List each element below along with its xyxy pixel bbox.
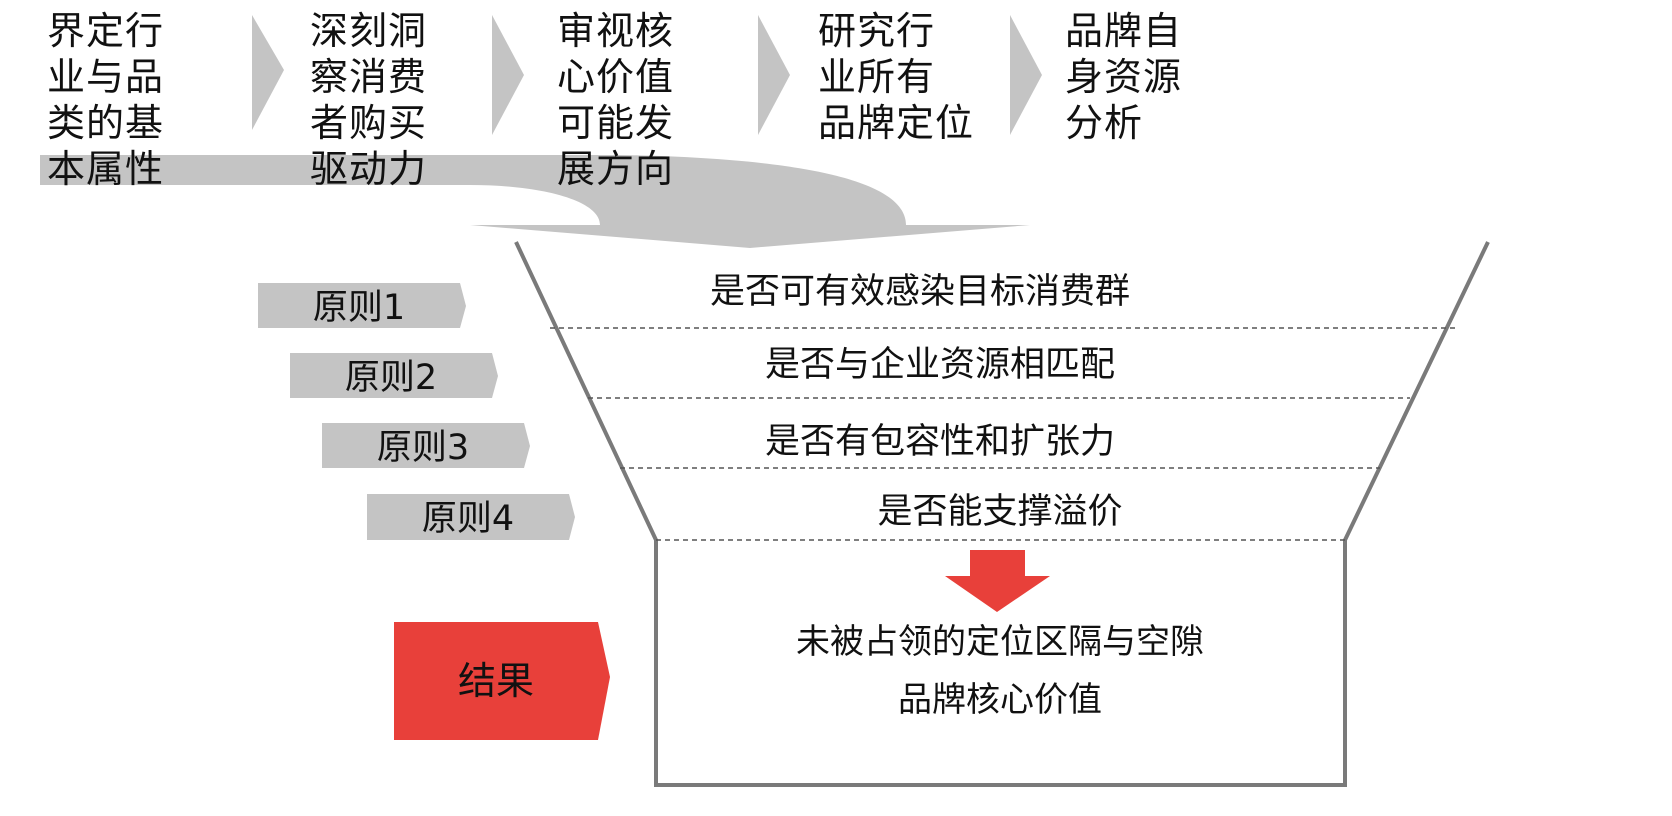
result-line-1: 未被占领的定位区隔与空隙: [796, 622, 1204, 662]
criterion-4-text: 是否能支撑溢价: [877, 492, 1123, 532]
criterion-1-text: 是否可有效感染目标消费群: [709, 272, 1130, 312]
step-5-text: 品牌自 身资源 分析: [1065, 9, 1183, 145]
step-1-text: 界定行 业与品 类的基 本属性: [47, 9, 165, 191]
criterion-3-text: 是否有包容性和扩张力: [764, 422, 1115, 462]
result-tag: [394, 622, 610, 740]
principle-tag-3: [322, 423, 530, 468]
principle-tag-4: [367, 494, 575, 540]
chevron-right-icon: [758, 15, 790, 135]
principle-2-label: 原则2: [344, 358, 438, 398]
step-4-text: 研究行 业所有 品牌定位: [818, 9, 975, 145]
principle-tag-1: [258, 283, 466, 328]
principle-1-label: 原则1: [312, 288, 406, 328]
funnel-outline: [514, 241, 1490, 787]
curved-arrow-icon: [40, 155, 1030, 248]
principle-4-label: 原则4: [421, 499, 515, 539]
step-2-text: 深刻洞 察消费 者购买 驱动力: [310, 9, 428, 191]
arrow-down-icon: [945, 550, 1050, 612]
chevron-right-icon: [492, 15, 524, 135]
criterion-2-text: 是否与企业资源相匹配: [764, 345, 1115, 385]
result-label: 结果: [457, 659, 534, 703]
chevron-right-icon: [1010, 15, 1042, 135]
chevron-right-icon: [252, 15, 284, 130]
result-line-2: 品牌核心价值: [898, 680, 1102, 720]
step-3-text: 审视核 心价值 可能发 展方向: [557, 9, 675, 191]
principle-3-label: 原则3: [376, 428, 470, 468]
principle-tag-2: [290, 353, 498, 398]
